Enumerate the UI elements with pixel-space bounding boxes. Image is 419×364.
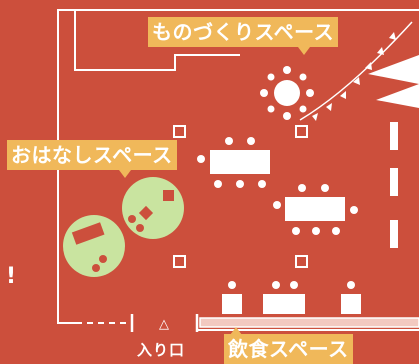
chair xyxy=(258,180,266,188)
chair xyxy=(299,105,307,113)
label-pointer xyxy=(119,170,131,178)
chair xyxy=(292,227,300,235)
label-pointer xyxy=(230,327,242,335)
chair xyxy=(332,227,340,235)
chair xyxy=(267,73,275,81)
chair xyxy=(321,184,329,192)
dining-counter xyxy=(199,317,419,328)
flag xyxy=(326,103,332,111)
window xyxy=(390,122,398,150)
garland-string xyxy=(299,21,413,121)
edge-text: ! xyxy=(6,264,17,289)
chair xyxy=(228,281,236,289)
entrance-label: 入り口 xyxy=(137,341,186,359)
chair xyxy=(312,227,320,235)
ohanashi-space-label: おはなしスペース xyxy=(7,140,177,178)
dining-table xyxy=(222,294,242,314)
inshoku-space-text: 飲食スペース xyxy=(228,337,349,361)
craft-table-1 xyxy=(197,137,270,188)
dining-tables xyxy=(222,281,361,314)
chair xyxy=(197,155,205,163)
pillar xyxy=(173,125,186,138)
flag xyxy=(340,91,346,99)
flag xyxy=(365,62,372,70)
chair xyxy=(272,281,280,289)
chair xyxy=(306,89,314,97)
chair xyxy=(260,89,268,97)
sofa xyxy=(71,222,105,245)
monozukuri-space-label: ものづくりスペース xyxy=(148,17,339,55)
seat xyxy=(99,255,107,263)
round-table-group xyxy=(260,66,314,120)
inner-room-wall xyxy=(74,10,240,71)
lounge-rug xyxy=(122,177,184,239)
chair xyxy=(350,206,358,214)
chair xyxy=(273,201,281,209)
pillars xyxy=(173,125,308,268)
sofa xyxy=(163,190,174,201)
chair xyxy=(298,184,306,192)
pillar xyxy=(295,255,308,268)
label-pointer xyxy=(298,47,310,55)
pillar xyxy=(295,125,308,138)
chair xyxy=(283,66,291,74)
bunting-garland xyxy=(299,21,413,121)
seat xyxy=(92,264,100,272)
stage-screen xyxy=(368,55,419,108)
window xyxy=(390,168,398,196)
chair xyxy=(299,73,307,81)
table xyxy=(285,197,345,221)
seat xyxy=(136,224,144,232)
chair xyxy=(236,180,244,188)
table xyxy=(210,150,270,174)
flag xyxy=(353,77,360,85)
inshoku-space-label: 飲食スペース xyxy=(224,327,353,364)
monozukuri-space-text: ものづくりスペース xyxy=(152,20,335,44)
flag xyxy=(389,32,396,40)
chair xyxy=(214,180,222,188)
pillar xyxy=(173,255,186,268)
dining-table xyxy=(341,294,361,314)
dining-table xyxy=(263,294,305,314)
chair xyxy=(347,281,355,289)
window xyxy=(390,220,398,248)
flag xyxy=(312,113,318,121)
lounge-area xyxy=(63,177,184,277)
craft-table-2 xyxy=(273,184,358,235)
chair xyxy=(290,281,298,289)
chair xyxy=(283,112,291,120)
ohanashi-space-text: おはなしスペース xyxy=(11,143,173,167)
right-windows xyxy=(390,122,398,248)
chair xyxy=(247,137,255,145)
chair xyxy=(225,137,233,145)
seat xyxy=(128,215,136,223)
round-table xyxy=(274,80,300,106)
table-diamond xyxy=(138,205,154,221)
chair xyxy=(267,105,275,113)
flag xyxy=(377,47,384,55)
entrance-triangle-icon: △ xyxy=(159,317,169,332)
